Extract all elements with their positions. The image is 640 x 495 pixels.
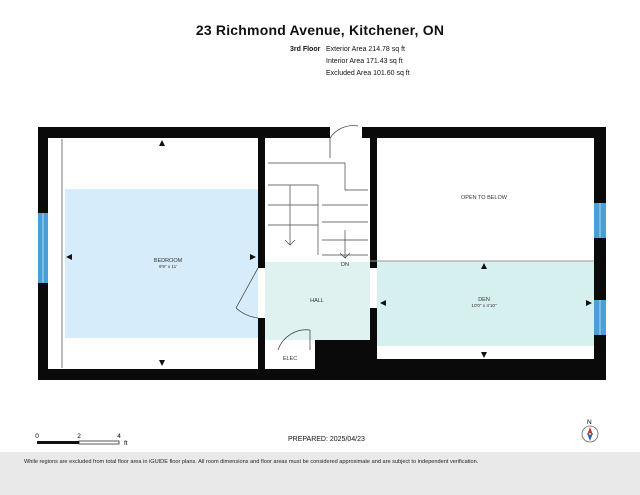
scale-tick-4: 4 <box>117 433 121 440</box>
hall-floor-region <box>265 262 370 340</box>
scale-tick-2: 2 <box>77 433 81 440</box>
footer-bar: While regions are excluded from total fl… <box>0 452 640 495</box>
door-swings <box>235 125 377 351</box>
den-dims: 10'0" x 4'10" <box>471 303 497 308</box>
prepared-date: PREPARED: 2025/04/23 <box>288 436 365 443</box>
compass-icon: N <box>581 419 599 443</box>
scale-unit: ft <box>124 440 128 447</box>
stairs <box>268 162 368 259</box>
open-to-below-label: OPEN TO BELOW <box>461 195 508 201</box>
elec-label: ELEC <box>283 356 297 362</box>
dimension-arrows <box>66 140 592 366</box>
hall-label: HALL <box>310 298 324 304</box>
listing-title: 23 Richmond Avenue, Kitchener, ON <box>195 22 445 38</box>
bedroom-dims: 9'9" x 11' <box>159 264 177 269</box>
floor-label: 3rd Floor <box>290 46 321 53</box>
area-summary: 3rd Floor Exterior Area 214.78 sq ft Int… <box>290 44 410 80</box>
bedroom-floor-region <box>65 189 258 338</box>
compass-north-label: N <box>587 419 592 426</box>
exterior-area: Exterior Area 214.78 sq ft <box>326 46 405 53</box>
scale-tick-0: 0 <box>35 433 39 440</box>
disclaimer: While regions are excluded from total fl… <box>24 459 479 465</box>
den-label: DEN <box>478 297 490 303</box>
bedroom-label: BEDROOM <box>154 258 183 264</box>
scale-bar: 0 2 4 ft <box>35 433 128 447</box>
stairs-dn-label: DN <box>341 262 349 268</box>
interior-area: Interior Area 171.43 sq ft <box>326 58 403 65</box>
den-floor-region <box>377 261 594 346</box>
excluded-area: Excluded Area 101.60 sq ft <box>326 70 410 77</box>
